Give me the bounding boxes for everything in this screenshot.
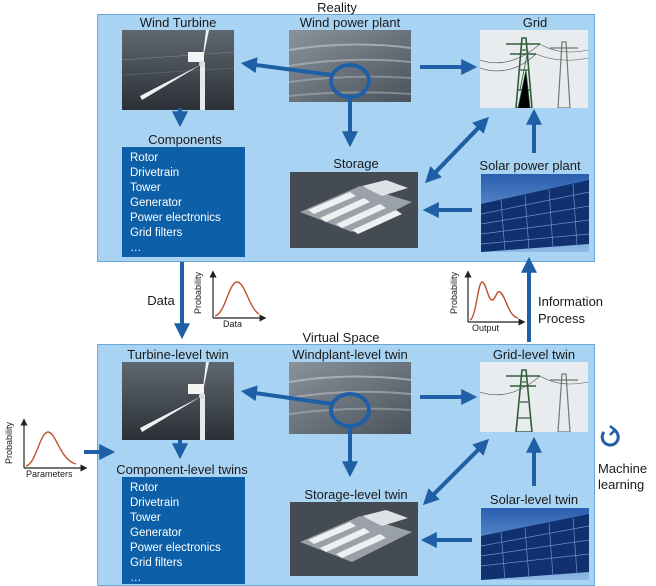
storage-label: Storage [333,156,379,171]
storage-twin-image [290,502,418,576]
arrow-twin-plant-to-turbine [240,385,333,406]
data-plot-ylabel: Probability [193,271,204,315]
component-item: Grid filters [130,227,183,239]
component-item: Drivetrain [130,167,180,179]
solar-plant-label: Solar power plant [479,158,581,173]
output-distribution-plot: Probability Output [449,270,526,334]
process-label: Process [538,311,585,326]
solar-twin-image [481,508,589,580]
data-distribution-plot: Probability Data [193,268,267,330]
wind-turbine-image [122,30,234,110]
wind-plant-highlight [329,63,371,99]
output-plot-ylabel: Probability [449,271,460,315]
grid-image [480,30,588,108]
parameters-distribution-plot: Probability Parameters [4,418,88,482]
component-item: Rotor [130,152,159,164]
grid-twin-image [480,362,588,432]
component-item: Generator [130,197,182,209]
component-twin-item: … [130,572,142,584]
component-twin-item: Power electronics [130,542,221,554]
machine-label: Machine [598,461,648,476]
component-twins-list: Rotor Drivetrain Tower Generator Power e… [122,477,245,584]
refresh-icon [600,425,620,447]
component-twin-item: Rotor [130,482,159,494]
component-twin-item: Grid filters [130,557,183,569]
component-twin-item: Generator [130,527,182,539]
param-plot-ylabel: Probability [4,421,15,465]
storage-twin-label: Storage-level twin [304,487,408,502]
arrow-plant-to-turbine [240,57,333,77]
wind-turbine-label: Wind Turbine [139,15,217,30]
output-plot-xlabel: Output [472,323,500,333]
solar-plant-image [481,174,589,252]
component-item: Power electronics [130,212,221,224]
component-twin-item: Drivetrain [130,497,180,509]
data-plot-xlabel: Data [223,319,243,329]
solar-twin-label: Solar-level twin [489,492,579,507]
grid-label: Grid [522,15,548,30]
components-label: Components [148,132,222,147]
windplant-twin-label: Windplant-level twin [292,347,408,362]
wind-plant-label: Wind power plant [299,15,401,30]
arrow-twin-grid-storage [422,442,486,506]
arrow-grid-storage [425,120,486,184]
components-list: Rotor Drivetrain Tower Generator Power e… [122,147,245,257]
windplant-twin-image [289,362,411,434]
component-twin-item: Tower [130,512,161,524]
turbine-twin-image [122,362,234,440]
virtual-title: Virtual Space [302,330,380,345]
component-twins-label: Component-level twins [116,462,248,477]
windplant-twin-highlight [329,392,371,428]
turbine-twin-label: Turbine-level twin [127,347,229,362]
param-plot-xlabel: Parameters [26,469,73,479]
data-flow-label: Data [147,293,175,308]
grid-twin-label: Grid-level twin [492,347,576,362]
component-item: … [130,242,142,254]
storage-image [290,172,418,248]
learning-label: learning [598,477,645,492]
information-label: Information [538,294,604,309]
component-item: Tower [130,182,161,194]
reality-title: Reality [317,0,357,15]
